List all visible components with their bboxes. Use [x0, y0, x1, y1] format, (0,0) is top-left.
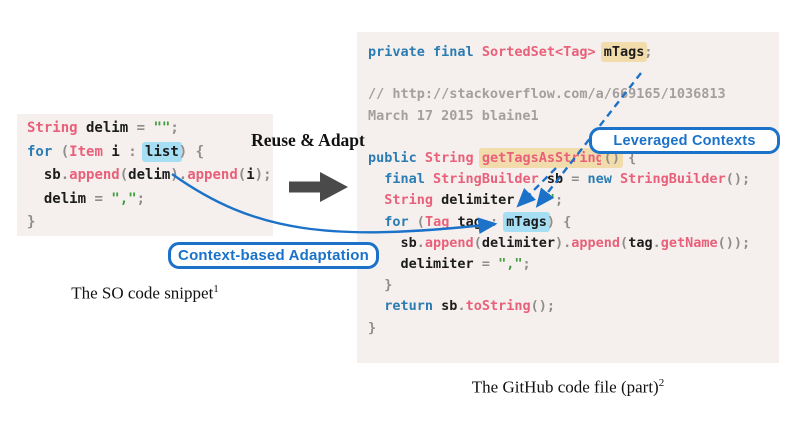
- so-code-snippet-box: String delim = "";for (Item i : list) { …: [17, 114, 273, 236]
- github-code-file-box: private final SortedSet<Tag> mTags; // h…: [357, 32, 779, 363]
- code-line: }: [384, 277, 393, 294]
- code-line: delimiter = ",";: [368, 256, 531, 273]
- code-line: private final SortedSet<Tag> mTags;: [368, 42, 653, 62]
- code-line: for (Item i : list) {: [27, 141, 205, 162]
- code-line: return sb.toString();: [384, 298, 555, 315]
- reuse-block-arrow-icon: [289, 172, 348, 202]
- code-line: [368, 63, 779, 84]
- github-file-caption-text: The GitHub code file (part): [471, 377, 659, 397]
- github-file-caption: The GitHub code file (part)2: [357, 377, 779, 398]
- code-line: sb.append(delimiter).append(tag.getName(…: [368, 234, 751, 251]
- context-based-adaptation-badge: Context-based Adaptation: [168, 242, 379, 269]
- so-snippet-caption-text: The SO code snippet: [71, 283, 214, 303]
- highlighted-token: list: [142, 141, 182, 162]
- code-line: }: [368, 319, 377, 336]
- code-line: }: [27, 214, 36, 230]
- code-line: March 17 2015 blaine1: [368, 107, 539, 124]
- code-line: delim = ",";: [27, 190, 146, 207]
- code-line: String delim = "";: [27, 120, 179, 136]
- so-snippet-caption: The SO code snippet1: [17, 283, 273, 304]
- code-line: for (Tag tag : mTags) {: [384, 211, 572, 232]
- github-file-footnote-marker: 2: [658, 377, 665, 389]
- reuse-adapt-label: Reuse & Adapt: [251, 130, 365, 150]
- leveraged-contexts-badge: Leveraged Contexts: [589, 127, 780, 154]
- code-line: String delimiter = "";: [384, 192, 564, 209]
- highlighted-token: mTags: [600, 42, 648, 62]
- code-line: final StringBuilder sb = new StringBuild…: [384, 171, 751, 188]
- code-line: sb.append(delim).append(i);: [27, 167, 272, 183]
- highlighted-token: getTagsAsString: [478, 148, 607, 169]
- code-line: // http://stackoverflow.com/a/669165/103…: [368, 86, 726, 103]
- highlighted-token: mTags: [503, 211, 550, 232]
- so-snippet-footnote-marker: 1: [213, 283, 219, 295]
